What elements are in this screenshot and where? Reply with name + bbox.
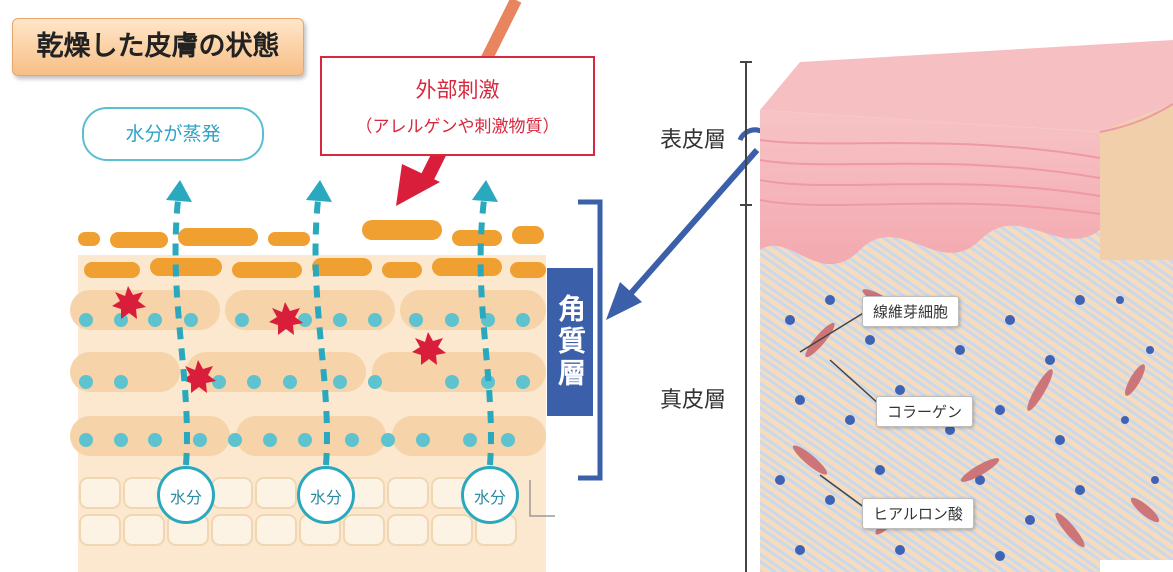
skin-block-3d [759,40,1173,572]
left-skin-section [70,0,555,572]
stratum-corneum-label: 角質層 [547,268,593,416]
hyaluronic-acid-callout: ヒアルロン酸 [862,498,974,529]
stimulus-title: 外部刺激 [415,78,500,102]
water-badge-3: 水分 [461,466,519,524]
layer-bracket [740,61,752,572]
epidermis-label: 表皮層 [660,128,727,153]
fibroblast-callout: 線維芽細胞 [862,296,960,327]
water-badge-1: 水分 [157,466,215,524]
water-badge-2: 水分 [297,466,355,524]
stimulus-subtitle: （アレルゲンや刺激物質） [355,117,560,137]
external-stimulus-box: 外部刺激 （アレルゲンや刺激物質） [320,56,595,156]
dermis-label: 真皮層 [660,388,727,413]
stratum-bracket [578,199,603,481]
collagen-callout: コラーゲン [876,396,974,427]
evaporation-label: 水分が蒸発 [82,107,264,161]
diagram-title: 乾燥した皮膚の状態 [12,18,304,76]
